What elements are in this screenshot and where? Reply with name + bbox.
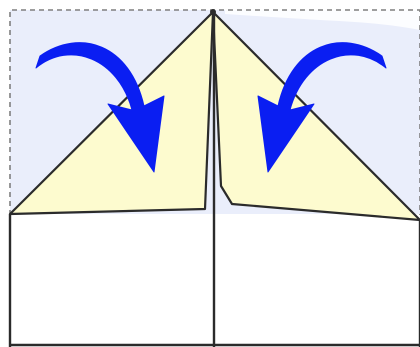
apex-point bbox=[210, 9, 216, 15]
